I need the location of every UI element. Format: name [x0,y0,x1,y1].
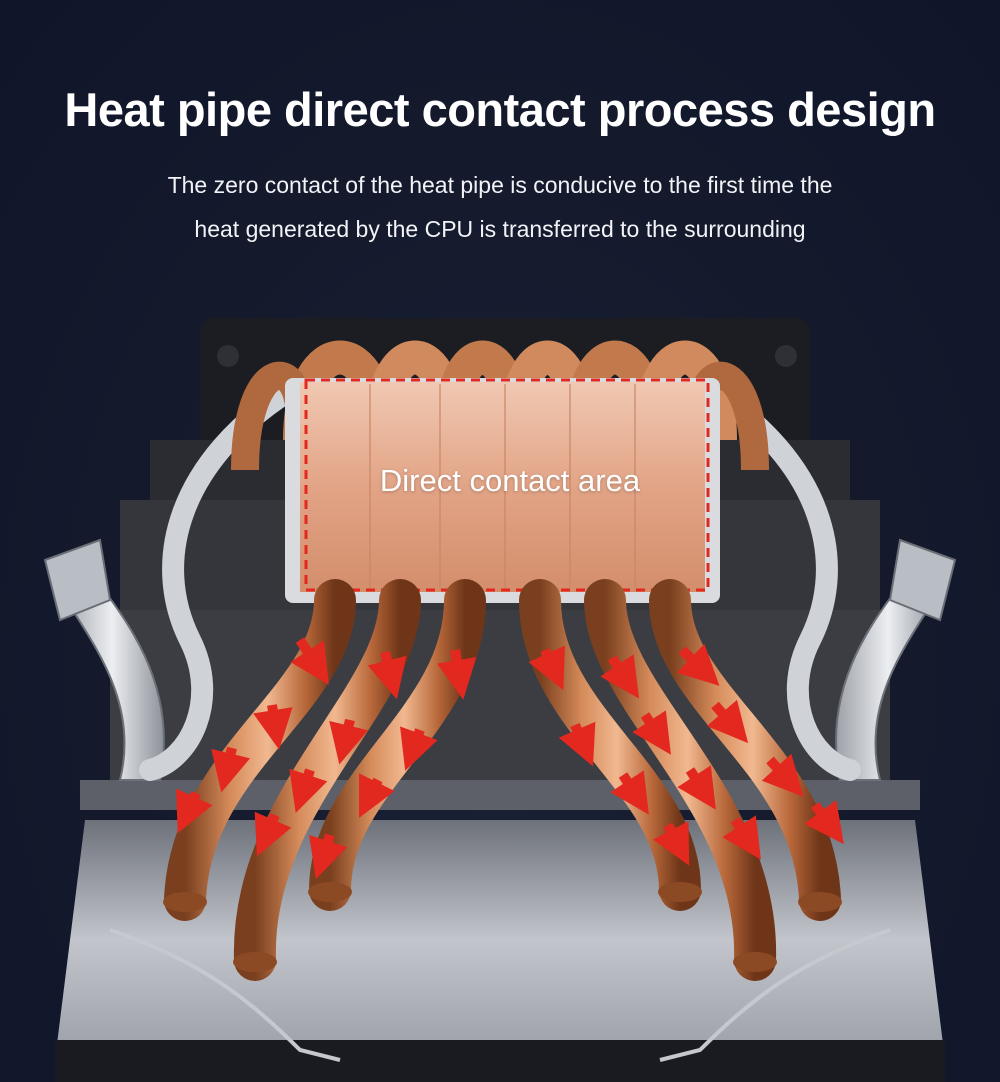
heat-flow-arrow [176,788,213,834]
heat-flow-arrow [706,699,749,744]
clip-arm-right [888,538,957,622]
retention-wire-left [109,928,341,1062]
heat-flow-arrow [329,718,369,765]
heat-flow-arrow [722,815,761,860]
heat-flow-arrow [400,726,438,771]
heat-flow-arrow [359,773,395,818]
heat-flow-arrows [176,637,844,880]
heat-flow-arrow [558,721,596,767]
contact-area-outline [304,378,710,592]
heat-flow-arrow [290,637,329,685]
heat-flow-arrow [211,746,251,793]
retention-wire-right [659,928,891,1062]
fan-screw-right [775,345,797,367]
pipe-frame-left [139,379,301,781]
heat-flow-arrow [610,770,649,815]
heat-flow-arrow [309,833,348,880]
heat-flow-arrow [632,710,671,755]
contact-plate-pipe-seams [369,384,636,590]
heat-pipe-ends [163,882,842,972]
heat-flow-arrow [600,654,640,699]
heat-flow-arrow [253,704,293,750]
cpu-cooler-illustration [43,318,957,1082]
contact-area-label: Direct contact area [379,463,641,498]
heat-flow-arrow [289,768,328,813]
clip-arm-left [43,538,112,622]
page-title: Heat pipe direct contact process design [64,83,936,136]
description-line-1: The zero contact of the heat pipe is con… [167,172,833,198]
heat-flow-arrow [367,650,407,700]
fan-screw-left [217,345,239,367]
heat-flow-arrow [761,753,804,797]
heat-flow-arrow [436,649,477,700]
copper-contact-plate [300,382,705,592]
heat-flow-arrow [676,643,720,686]
heat-flow-arrow [254,811,292,857]
heat-flow-arrow [804,800,844,845]
heat-flow-arrow [677,765,716,810]
description-line-2: heat generated by the CPU is transferred… [194,216,806,242]
heat-flow-arrow [653,821,690,866]
heat-flow-arrow [528,645,565,691]
pipe-frame-right [699,379,861,781]
